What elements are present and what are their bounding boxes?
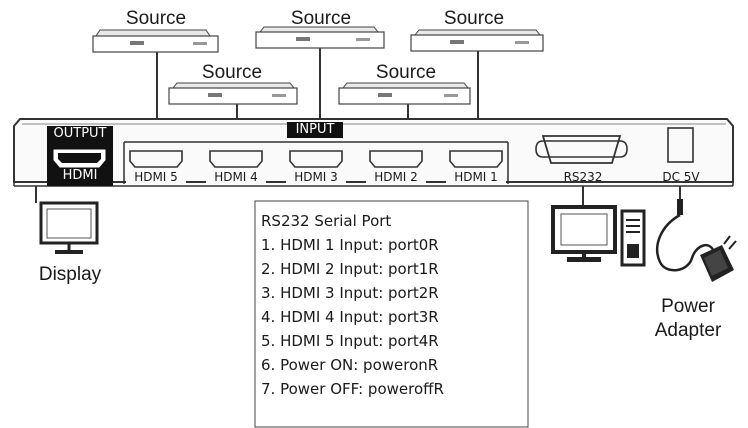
source-device-3: [410, 29, 544, 52]
source-label-5: Source: [375, 62, 437, 83]
computer-icon: [551, 205, 646, 267]
rs232-info-box: [254, 200, 529, 428]
rs232-command-1: 1. HDMI 1 Input: port0R: [261, 236, 439, 254]
rs232-info-title: RS232 Serial Port: [261, 212, 392, 230]
source-device-4: [168, 82, 298, 105]
hdmi-2-port-icon: [369, 150, 423, 168]
input-label-bg: [287, 122, 343, 138]
display-label: Display: [38, 264, 102, 285]
source-label-3: Source: [443, 8, 505, 29]
hdmi-output-port-icon: [53, 149, 106, 168]
dc-port-icon: [667, 127, 694, 163]
input-label: INPUT: [295, 122, 335, 137]
dc-port-label: DC 5V: [662, 170, 700, 184]
source-device-1: [92, 29, 219, 53]
power-label: Power: [661, 296, 715, 317]
input-bracket: [123, 141, 509, 184]
source-cables: [156, 48, 479, 120]
source-label-1: Source: [125, 8, 187, 29]
hdmi-2-label: HDMI 2: [366, 170, 426, 184]
rs232-port-label: RS232: [563, 170, 603, 184]
hdmi-5-port-icon: [129, 150, 183, 168]
rs232-command-4: 4. HDMI 4 Input: port3R: [261, 308, 439, 326]
hdmi-4-label: HDMI 4: [206, 170, 266, 184]
rs232-command-5: 5. HDMI 5 Input: port4R: [261, 332, 439, 350]
rs232-info-text: RS232 Serial Port 1. HDMI 1 Input: port0…: [261, 209, 523, 401]
rs232-port-icon: [535, 135, 628, 164]
adapter-label: Adapter: [654, 320, 722, 341]
rs232-command-6: 6. Power ON: poweronR: [261, 356, 439, 374]
source-label-2: Source: [290, 8, 352, 29]
rs232-command-3: 3. HDMI 3 Input: port2R: [261, 284, 439, 302]
hdmi-5-label: HDMI 5: [126, 170, 186, 184]
hdmi-4-port-icon: [209, 150, 263, 168]
source-label-4: Source: [201, 62, 263, 83]
rs232-command-7: 7. Power OFF: poweroffR: [261, 380, 444, 398]
source-device-2: [255, 26, 385, 49]
output-label: OUTPUT: [53, 126, 107, 141]
hdmi-1-port-icon: [449, 150, 503, 168]
monitor-icon: [39, 201, 99, 254]
input-ports: [129, 150, 503, 168]
power-adapter-icon: [655, 199, 737, 282]
hdmi-3-port-icon: [289, 150, 343, 168]
hdmi-3-label: HDMI 3: [286, 170, 346, 184]
hdmi-1-label: HDMI 1: [446, 170, 506, 184]
output-port-label: HDMI: [62, 168, 98, 183]
source-device-5: [338, 82, 471, 105]
rs232-command-2: 2. HDMI 2 Input: port1R: [261, 260, 439, 278]
